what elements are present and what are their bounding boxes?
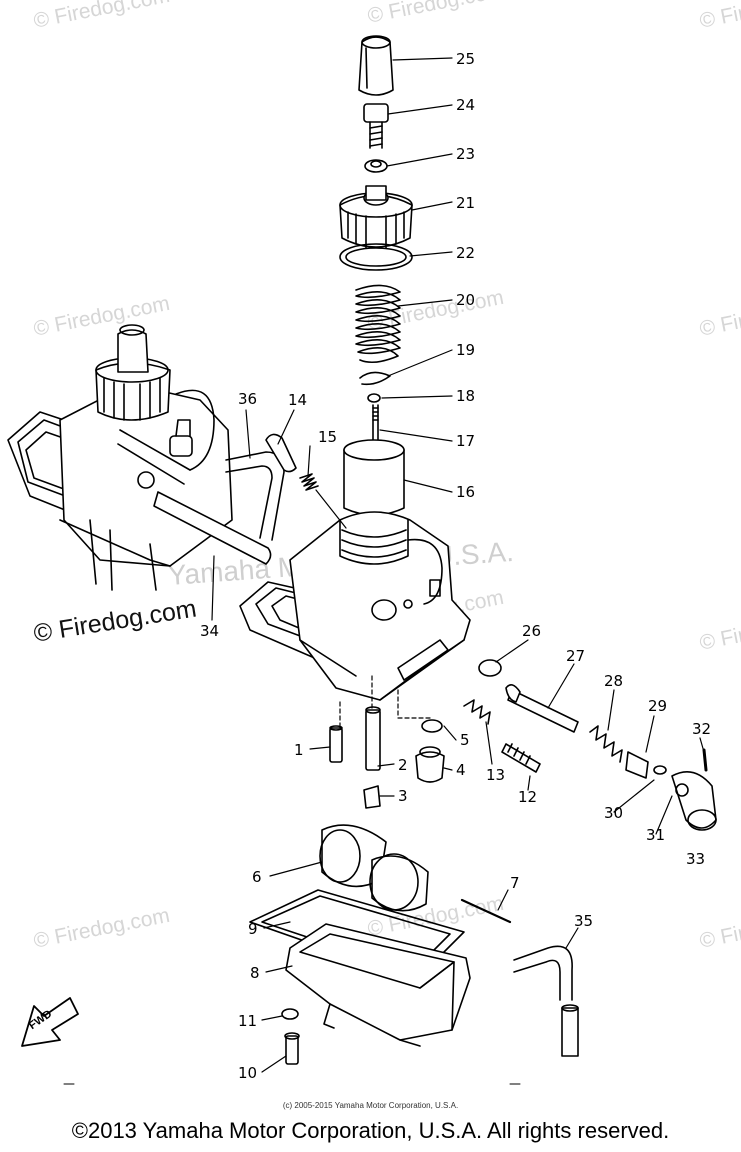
callout-10: 10 [238, 1064, 257, 1082]
callout-14: 14 [288, 391, 307, 409]
part-36-pipe [225, 451, 285, 541]
part-7-pin [460, 898, 512, 924]
callout-36: 36 [238, 390, 257, 408]
part-14-plunger [265, 433, 297, 473]
part-2-needle-jet [365, 706, 381, 771]
part-6-float [319, 824, 429, 912]
callout-2: 2 [398, 756, 408, 774]
part-11-washer [281, 1008, 299, 1020]
callout-28: 28 [604, 672, 623, 690]
part-25-cap [358, 35, 394, 96]
part-13-spring [463, 699, 491, 725]
part-32-pin [702, 748, 708, 772]
callout-11: 11 [238, 1012, 257, 1030]
callout-19: 19 [456, 341, 475, 359]
callout-3: 3 [398, 787, 408, 805]
carburetor-body [239, 511, 471, 701]
part-33-knob [671, 770, 717, 831]
callout-32: 32 [692, 720, 711, 738]
callout-27: 27 [566, 647, 585, 665]
callout-9: 9 [248, 920, 258, 938]
part-15-spring [299, 473, 319, 491]
part-27-starter [505, 684, 579, 733]
part-23-nut [364, 159, 388, 173]
callout-16: 16 [456, 483, 475, 501]
part-28-spring [589, 725, 623, 763]
assembled-carburetor [7, 324, 233, 591]
callout-17: 17 [456, 432, 475, 450]
fwd-arrow-icon [21, 997, 79, 1047]
part-4-valve-seat [415, 746, 445, 783]
part-24-adjuster [363, 103, 389, 149]
footer-copyright: ©2013 Yamaha Motor Corporation, U.S.A. A… [71, 1118, 670, 1143]
part-30-washer [653, 765, 667, 775]
callout-21: 21 [456, 194, 475, 212]
part-26-oring [478, 659, 502, 677]
callout-5: 5 [460, 731, 470, 749]
callout-25: 25 [456, 50, 475, 68]
part-35-hose [513, 945, 579, 1057]
callout-7: 7 [510, 874, 520, 892]
leader-lines [211, 57, 705, 1073]
callout-13: 13 [486, 766, 505, 784]
part-19-clip [359, 371, 391, 386]
part-10-screw [284, 1032, 300, 1065]
callout-8: 8 [250, 964, 260, 982]
callout-20: 20 [456, 291, 475, 309]
callout-labels: 25 24 23 21 22 20 19 18 17 16 15 14 36 3… [200, 50, 711, 1082]
callout-23: 23 [456, 145, 475, 163]
callout-18: 18 [456, 387, 475, 405]
part-12-screw [501, 743, 541, 773]
callout-33: 33 [686, 850, 705, 868]
part-20-spring [355, 284, 401, 364]
callout-34: 34 [200, 622, 219, 640]
callout-29: 29 [648, 697, 667, 715]
part-34-pipe [153, 491, 272, 565]
callout-31: 31 [646, 826, 665, 844]
small-copyright: (c) 2005-2015 Yamaha Motor Corporation, … [282, 1101, 459, 1110]
callout-35: 35 [574, 912, 593, 930]
callout-30: 30 [604, 804, 623, 822]
part-18-clip [367, 393, 381, 403]
callout-26: 26 [522, 622, 541, 640]
callout-12: 12 [518, 788, 537, 806]
part-8-float-chamber [285, 923, 471, 1047]
callout-15: 15 [318, 428, 337, 446]
callout-1: 1 [294, 741, 304, 759]
callout-6: 6 [252, 868, 262, 886]
part-3-main-jet [363, 785, 381, 809]
part-1-pilot-jet [329, 725, 343, 763]
part-5-washer [421, 719, 443, 733]
callout-4: 4 [456, 761, 466, 779]
callout-22: 22 [456, 244, 475, 262]
part-22-gasket [339, 243, 413, 271]
part-16-valve [343, 439, 405, 516]
callout-24: 24 [456, 96, 475, 114]
part-29-nut [625, 751, 649, 779]
part-21-top [339, 185, 413, 249]
